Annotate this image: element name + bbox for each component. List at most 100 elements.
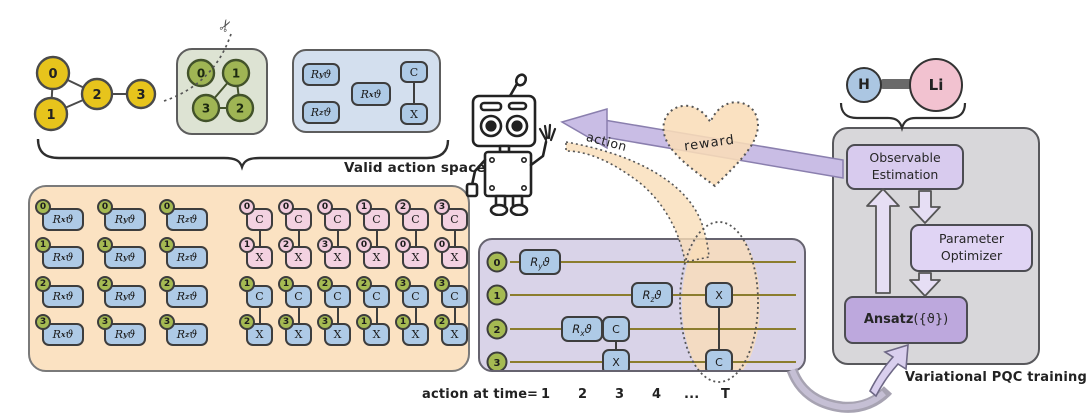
cnot-target-cell: X — [246, 323, 273, 346]
cnot-connector — [336, 231, 339, 246]
qubit-badge: 3 — [317, 314, 333, 330]
qubit-label: 1 — [494, 291, 501, 302]
gate-not: X — [400, 103, 428, 125]
gate-label: X — [612, 356, 620, 369]
gate-label: X — [715, 289, 723, 302]
qubit-badge — [486, 251, 508, 273]
node-label: 1 — [46, 108, 55, 123]
molecule: H Li — [838, 56, 968, 118]
qubit-badge: 2 — [395, 199, 411, 215]
node-label: 3 — [202, 102, 210, 116]
gate-label: C — [715, 356, 723, 369]
gate-label: C — [612, 323, 620, 336]
node-label: 2 — [236, 102, 244, 116]
ansatz-args: ({ϑ}) — [913, 312, 949, 328]
qubit-badge: 0 — [278, 199, 294, 215]
valid-action-space-label: Valid action space — [344, 160, 486, 176]
cnot-target-cell: X — [441, 323, 468, 346]
cnot-connector — [297, 308, 300, 323]
observable-estimation-box: Observable Estimation — [846, 144, 964, 190]
antenna-icon — [514, 73, 528, 87]
qubit-badge: 3 — [97, 314, 113, 330]
qubit-badge: 1 — [35, 237, 51, 253]
qubit-badge: 3 — [434, 199, 450, 215]
qubit-badge: 0 — [159, 199, 175, 215]
timeline-step: ... — [684, 387, 700, 402]
timeline-step: 1 — [541, 387, 551, 402]
cnot-control-cell: C — [324, 208, 351, 231]
qubit-badge: 3 — [278, 314, 294, 330]
qubit-badge — [486, 318, 508, 340]
qubit-badge: 3 — [395, 276, 411, 292]
timeline-step: 3 — [615, 387, 625, 402]
qubit-badge: 3 — [35, 314, 51, 330]
coupling-graph-box: 0 1 3 2 — [176, 48, 268, 135]
qubit-badge: 2 — [97, 276, 113, 292]
qubit-badge: 2 — [239, 314, 255, 330]
cnot-target-cell: X — [441, 246, 468, 269]
cnot-connector — [336, 308, 339, 323]
cnot-control-cell: C — [246, 285, 273, 308]
circuit-gate — [631, 282, 673, 308]
cnot-control-cell: C — [402, 285, 429, 308]
cnot-control-cell: C — [363, 285, 390, 308]
robot-illustration — [465, 73, 557, 216]
qubit-label: 2 — [494, 325, 501, 336]
qubit-badge: 0 — [97, 199, 113, 215]
cnot-connector — [258, 231, 261, 246]
cnot-control-cell: C — [402, 208, 429, 231]
cnot-connector — [414, 231, 417, 246]
circuit-gate — [602, 316, 630, 342]
timeline-label: action at time — [422, 387, 528, 402]
cnot-control-cell: C — [285, 285, 312, 308]
parameter-optimizer-box: Parameter Optimizer — [910, 224, 1033, 272]
target-graph: 0 1 2 3 — [33, 55, 157, 132]
timeline-equals: = — [527, 387, 539, 402]
cnot-target-cell: X — [363, 323, 390, 346]
node-label: 0 — [48, 67, 57, 82]
cnot-target-cell: X — [402, 246, 429, 269]
graph-node — [80, 77, 114, 111]
qubit-badge: 1 — [356, 199, 372, 215]
cnot-control-cell: C — [246, 208, 273, 231]
cnot-control-cell: C — [441, 285, 468, 308]
qubit-badge: 1 — [395, 314, 411, 330]
cnot-control-cell: C — [324, 285, 351, 308]
cnot-control-cell: C — [441, 208, 468, 231]
cnot-connector — [297, 231, 300, 246]
circuit-gate — [519, 249, 561, 275]
qubit-badge: 2 — [356, 276, 372, 292]
qubit-badge: 2 — [434, 314, 450, 330]
node-label: 2 — [92, 88, 101, 103]
cnot-target-cell: X — [402, 323, 429, 346]
molecule-bond — [880, 79, 936, 89]
timeline-step: T — [721, 387, 731, 402]
qubit-badge: 0 — [434, 237, 450, 253]
action-label: action — [584, 128, 629, 155]
qubit-badge — [486, 284, 508, 306]
qubit-badge: 3 — [159, 314, 175, 330]
pqc-caption: Variational PQC training — [905, 370, 1087, 385]
gate-label: Rzϑ — [642, 288, 661, 304]
cnot-target-cell: X — [363, 246, 390, 269]
cnot-target-cell: X — [285, 246, 312, 269]
qubit-label: 3 — [494, 358, 501, 369]
cnot-target-cell: X — [246, 246, 273, 269]
qubit-badge: 0 — [35, 199, 51, 215]
qubit-badge: 0 — [317, 199, 333, 215]
cnot-connector — [453, 231, 456, 246]
qubit-badge: 0 — [356, 237, 372, 253]
qubit-badge: 2 — [159, 276, 175, 292]
graph-node — [125, 78, 157, 110]
